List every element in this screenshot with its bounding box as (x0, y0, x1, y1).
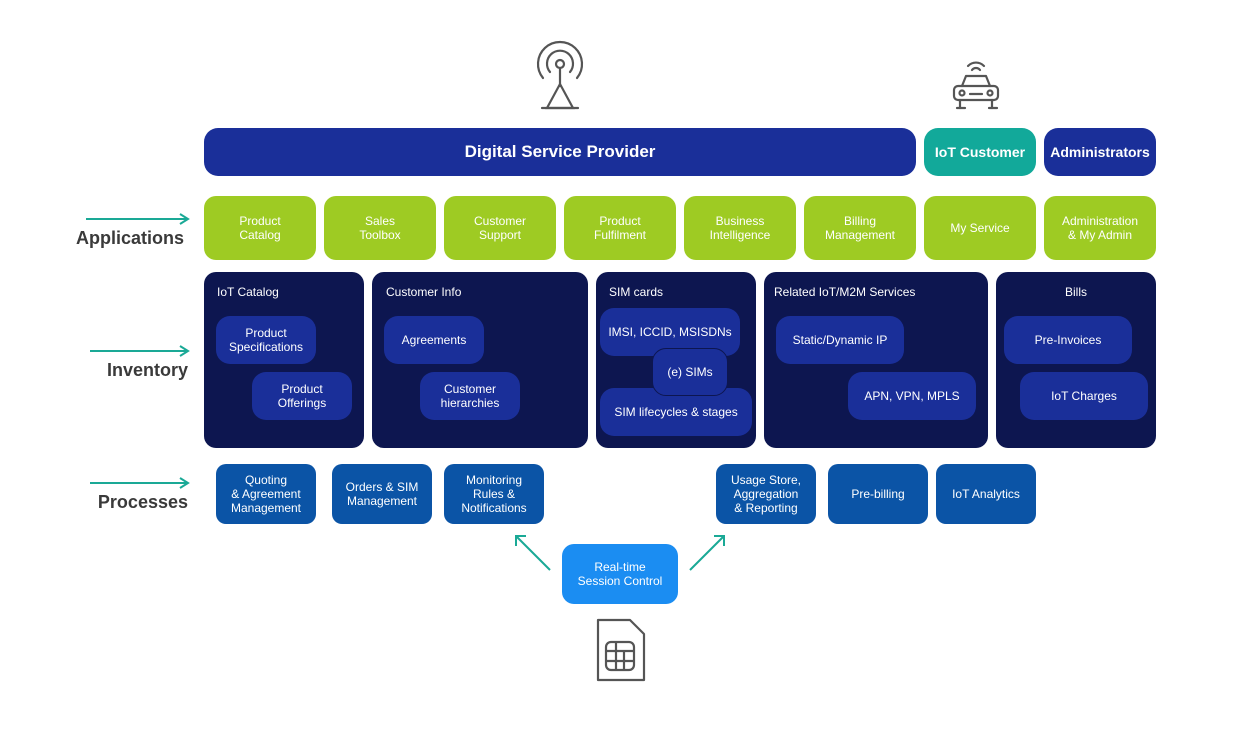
iot-customer-bar: IoT Customer (924, 128, 1036, 176)
panel-title: Bills (1064, 285, 1087, 299)
app-my-service[interactable]: My Service (924, 196, 1036, 260)
chip-product-specifications: Product Specifications (216, 316, 316, 364)
app-product-fulfilment[interactable]: Product Fulfilment (564, 196, 676, 260)
app-business-intelligence[interactable]: Business Intelligence (684, 196, 796, 260)
administrators-bar: Administrators (1044, 128, 1156, 176)
chip-iot-charges: IoT Charges (1020, 372, 1148, 420)
chip-esims: (e) SIMs (652, 348, 728, 396)
realtime-session-control: Real-time Session Control (562, 544, 678, 604)
process-quoting: Quoting & Agreement Management (216, 464, 316, 524)
panel-iot-catalog: IoT Catalog Product Specifications Produ… (204, 272, 364, 448)
inventory-label: Inventory (106, 360, 188, 380)
panel-title: Related IoT/M2M Services (774, 285, 916, 299)
process-orders-sim: Orders & SIM Management (332, 464, 432, 524)
panel-sim-cards: SIM cards IMSI, ICCID, MSISDNs SIM lifec… (596, 272, 756, 448)
process-iot-analytics: IoT Analytics (936, 464, 1036, 524)
app-customer-support[interactable]: Customer Support (444, 196, 556, 260)
app-sales-toolbox[interactable]: Sales Toolbox (324, 196, 436, 260)
panel-title: IoT Catalog (217, 285, 279, 299)
panel-related-services: Related IoT/M2M Services Static/Dynamic … (764, 272, 988, 448)
chip-product-offerings: Product Offerings (252, 372, 352, 420)
antenna-tower-icon (536, 40, 584, 110)
panel-bills: Bills Pre-Invoices IoT Charges (996, 272, 1156, 448)
app-product-catalog[interactable]: Product Catalog (204, 196, 316, 260)
chip-sim-lifecycles: SIM lifecycles & stages (600, 388, 752, 436)
panel-customer-info: Customer Info Agreements Customer hierar… (372, 272, 588, 448)
arrow-to-monitoring (515, 535, 551, 571)
digital-service-provider-bar: Digital Service Provider (204, 128, 916, 176)
chip-customer-hierarchies: Customer hierarchies (420, 372, 520, 420)
inventory-arrow (90, 345, 190, 357)
app-administration[interactable]: Administration & My Admin (1044, 196, 1156, 260)
processes-arrow (90, 477, 190, 489)
app-billing-management[interactable]: Billing Management (804, 196, 916, 260)
chip-pre-invoices: Pre-Invoices (1004, 316, 1132, 364)
applications-arrow (86, 213, 190, 225)
sim-card-icon (596, 618, 646, 682)
process-pre-billing: Pre-billing (828, 464, 928, 524)
chip-apn-vpn-mpls: APN, VPN, MPLS (848, 372, 976, 420)
connected-car-icon (952, 61, 1000, 110)
chip-static-dynamic-ip: Static/Dynamic IP (776, 316, 904, 364)
panel-title: Customer Info (386, 285, 462, 299)
process-usage-store: Usage Store, Aggregation & Reporting (716, 464, 816, 524)
chip-agreements: Agreements (384, 316, 484, 364)
applications-label: Applications (75, 228, 184, 248)
process-monitoring: Monitoring Rules & Notifications (444, 464, 544, 524)
processes-label: Processes (97, 492, 188, 512)
panel-title: SIM cards (609, 285, 664, 299)
arrow-to-usage-store (689, 535, 725, 571)
